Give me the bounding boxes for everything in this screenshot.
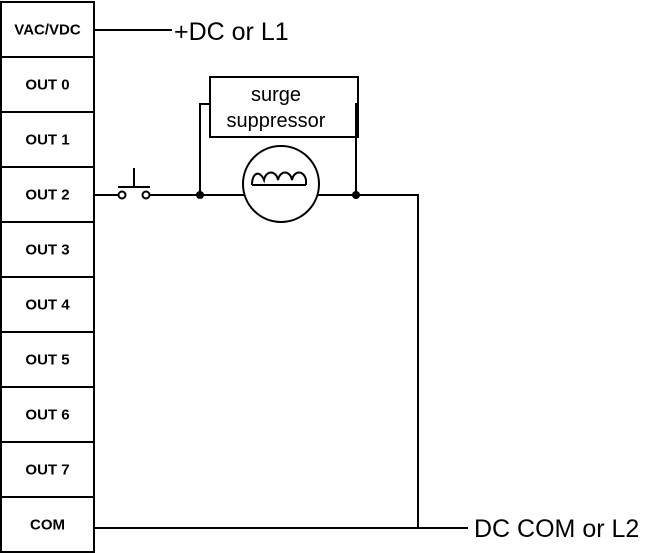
terminal-label: OUT 2: [25, 187, 69, 204]
load-coil-icon: [242, 145, 320, 223]
terminal-label: OUT 5: [25, 352, 69, 369]
terminal-cell: [0, 386, 95, 443]
terminal-label: OUT 7: [25, 462, 69, 479]
terminal-label: OUT 4: [25, 297, 70, 314]
terminal-label: OUT 1: [25, 132, 69, 149]
surge-suppressor-label-line1: surge: [251, 84, 301, 106]
pushbutton-switch-icon: [117, 168, 151, 200]
terminal-label: OUT 3: [25, 242, 69, 259]
terminal-cell: [0, 56, 95, 113]
terminal-label: OUT 0: [25, 77, 69, 94]
return-wire: [356, 194, 419, 528]
supply-common-label: DC COM or L2: [474, 515, 639, 543]
terminal-label: OUT 6: [25, 407, 69, 424]
terminal-label: VAC/VDC: [14, 22, 81, 39]
surge-suppressor-box: [209, 76, 359, 138]
terminal-label: COM: [30, 517, 65, 534]
terminal-cell: [0, 496, 95, 553]
terminal-cell: [0, 1, 95, 58]
terminal-block: VAC/VDC OUT 0 OUT 1 OUT 2 OUT 3 OUT 4 OUT 5 OUT…: [0, 1, 95, 553]
supply-positive-label: +DC or L1: [174, 18, 289, 46]
suppressor-left-lead: [199, 103, 210, 195]
surge-suppressor-label-line2: suppressor: [227, 110, 326, 132]
suppressor-right-lead: [355, 103, 358, 195]
terminal-cell: [0, 276, 95, 333]
